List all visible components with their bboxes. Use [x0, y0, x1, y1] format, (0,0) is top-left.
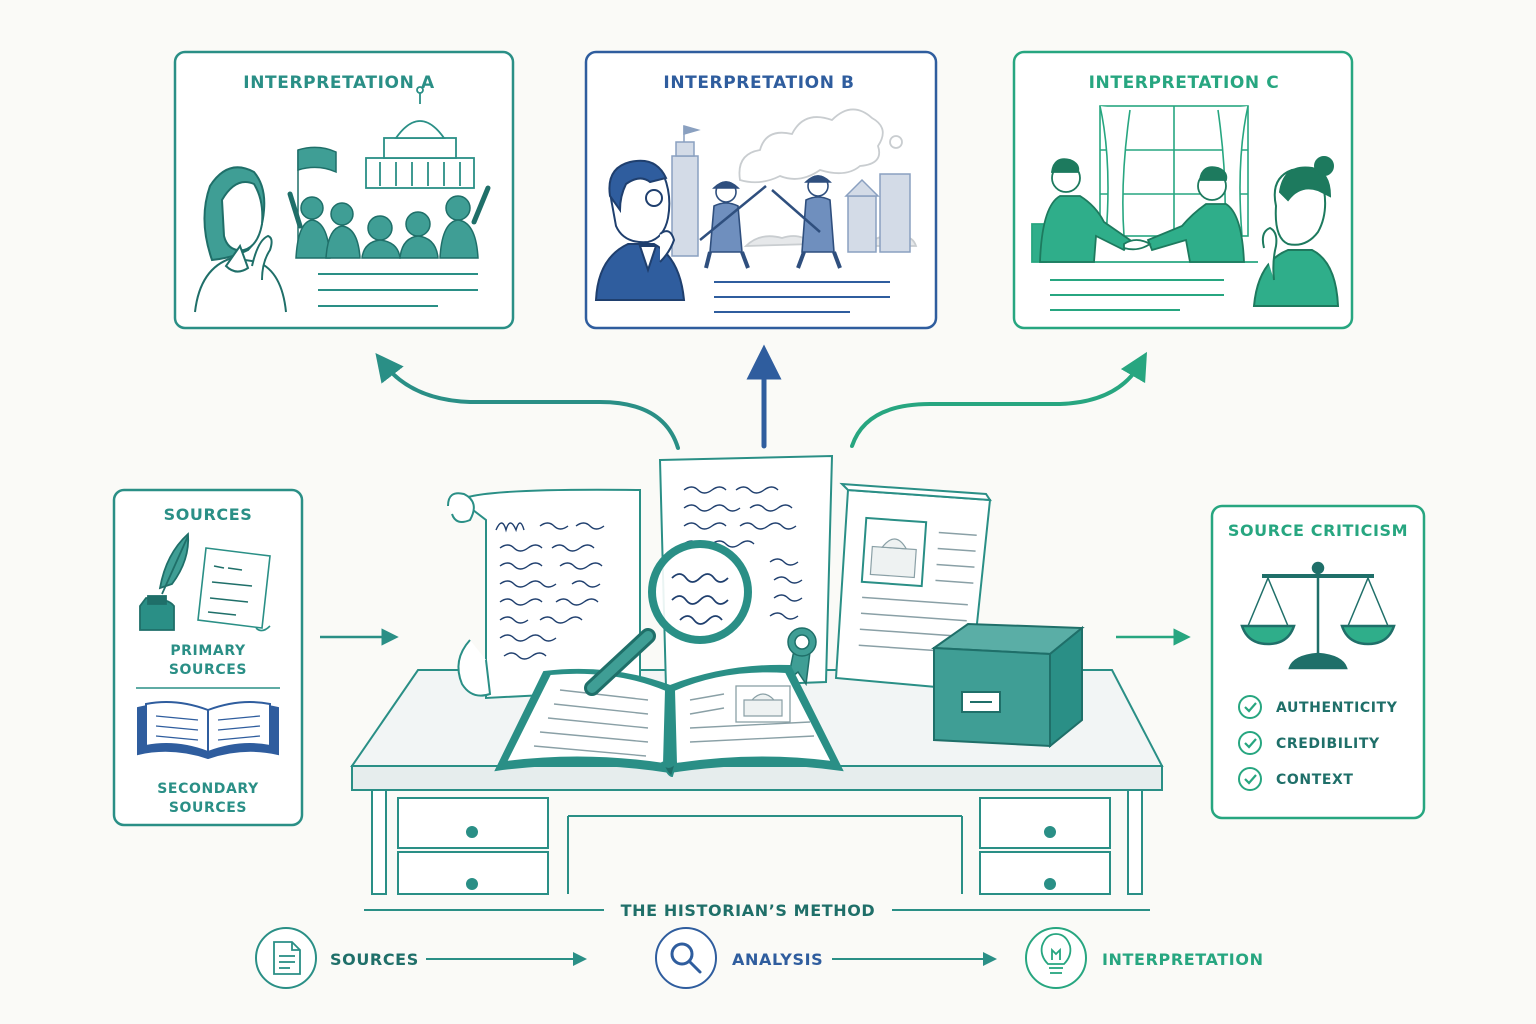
open-book-icon	[137, 701, 279, 760]
arrow-to-interpretation-c	[850, 351, 1148, 448]
check-label-context: CONTEXT	[1276, 772, 1354, 788]
primary-sources-line2: SOURCES	[169, 662, 247, 678]
thinking-man-illustration	[594, 159, 686, 301]
method-label-sources: SOURCES	[330, 950, 419, 969]
interpretation-a-title: INTERPRETATION A	[243, 73, 435, 93]
method-label-analysis: ANALYSIS	[732, 950, 823, 969]
thinking-woman-illustration	[194, 166, 287, 313]
caption-lines	[1050, 279, 1224, 311]
document-icon	[273, 941, 301, 975]
desk-scene	[350, 454, 1164, 895]
protest-crowd-illustration	[287, 146, 491, 259]
interpretation-c-panel: INTERPRETATION C	[1012, 50, 1354, 330]
source-criticism-title: SOURCE CRITICISM	[1228, 521, 1408, 540]
scroll-document	[447, 488, 641, 700]
method-step-sources: SOURCES	[255, 927, 419, 989]
check-authenticity: AUTHENTICITY	[1238, 695, 1398, 719]
check-label-authenticity: AUTHENTICITY	[1276, 700, 1398, 716]
interpretation-a-panel: INTERPRETATION A	[173, 50, 515, 330]
method-label-interpretation: INTERPRETATION	[1102, 950, 1264, 969]
source-criticism-panel: SOURCE CRITICISM AUTHENTICITY CREDIBILIT…	[1210, 504, 1426, 820]
sources-panel-title: SOURCES	[164, 505, 253, 524]
check-label-credibility: CREDIBILITY	[1276, 736, 1380, 752]
secondary-sources-line1: SECONDARY	[157, 781, 259, 797]
primary-sources-line1: PRIMARY	[170, 643, 246, 659]
balance-scale-icon	[1240, 561, 1396, 670]
interpretation-c-title: INTERPRETATION C	[1089, 73, 1280, 93]
quill-inkwell-icon	[139, 532, 190, 631]
arrows-to-interpretations	[375, 344, 1148, 450]
archive-box	[931, 622, 1085, 749]
thinking-woman-c-illustration	[1252, 156, 1340, 307]
magnifying-glass	[584, 540, 752, 696]
method-step-interpretation: INTERPRETATION	[1025, 927, 1264, 989]
arrow-to-interpretation-a	[375, 352, 680, 450]
soldiers-illustration	[699, 175, 842, 269]
method-title: THE HISTORIAN’S METHOD	[621, 901, 876, 920]
historians-method: THE HISTORIAN’S METHOD SOURCES ANALYSIS	[255, 901, 1264, 989]
check-credibility: CREDIBILITY	[1238, 731, 1380, 755]
lightbulb-icon	[1040, 933, 1072, 974]
city-buildings	[671, 125, 911, 257]
capitol-building-illustration	[365, 86, 475, 189]
secondary-sources-line2: SOURCES	[169, 800, 247, 816]
sources-panel: SOURCES PRIMARY SOURCES SECONDARY SOURCE…	[112, 488, 304, 827]
diplomats-handshake-illustration	[1039, 158, 1245, 263]
check-context: CONTEXT	[1238, 767, 1354, 791]
magnifier-icon	[670, 942, 702, 974]
letter-document-icon	[197, 547, 271, 632]
caption-lines	[714, 281, 890, 313]
caption-lines	[318, 273, 478, 307]
interpretation-b-title: INTERPRETATION B	[663, 73, 854, 93]
method-step-analysis: ANALYSIS	[655, 927, 823, 989]
interpretation-b-panel: INTERPRETATION B	[584, 50, 938, 330]
open-book	[494, 664, 844, 778]
